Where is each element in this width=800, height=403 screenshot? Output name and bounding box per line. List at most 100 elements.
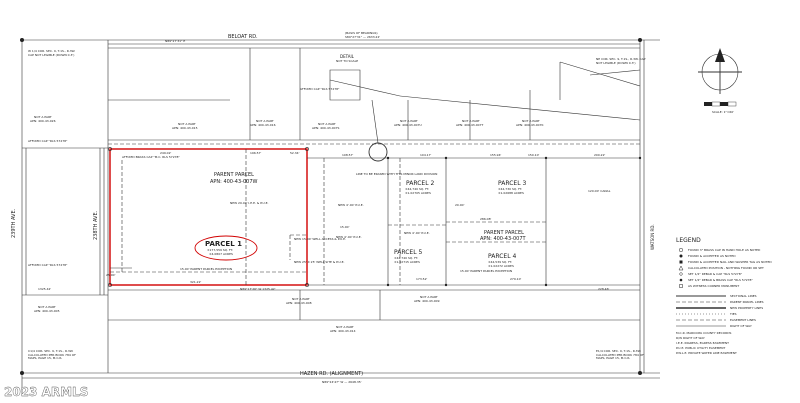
nap-w1: NOT A PART (34, 115, 52, 119)
parcel-2-labels: PARCEL 2 ±44,740 SQ. FT. ±1.02705 ACRES (405, 180, 434, 195)
parcel-1-boundary (109, 148, 308, 286)
parcel-1-area: ±177,559 SQ. FT. (207, 248, 233, 252)
parcel-5-labels: PARCEL 5 ±44,740 SQ. FT. ±1.02715 ACRES (394, 249, 422, 264)
dimension-labels: 249.02' 196.57' 52.34' 108.57' 104.17' 1… (38, 151, 609, 291)
legend-item-3: CALCULATED POSITION - NOTHING FOUND OR S… (688, 266, 764, 270)
watson-road-label: WATSON RD. (650, 224, 655, 250)
dim-150: 150.10' (528, 153, 539, 157)
line-to-erase-note: LINE TO BE ERASED WITH THIS MINOR LAND D… (356, 172, 437, 176)
legend-line-4: EASEMENT LINES (730, 318, 756, 322)
dim-52: 52.34' (290, 151, 300, 155)
legend-line-2: NEW PROPERTY LINES (730, 306, 763, 310)
west-margin-notes: AFFIXED CAP "RLS 57278" AFFIXED CAP "RLS… (28, 139, 68, 267)
new-easement-20: NEW 20.00' I.E.E. & P.U.E. (230, 201, 269, 205)
road-238th: 238TH AVE. (93, 148, 105, 295)
parcel-2-area: ±44,740 SQ. FT. (405, 187, 429, 191)
new-easement-4a: NEW 4'.00' P.U.E. (338, 203, 364, 207)
legend-item-4: SET 1/2" REBAR & CAP "RLS 57278" (688, 272, 743, 276)
road-watson: WATSON RD. (643, 40, 655, 373)
top-bearing-dim: S89°27'31" — 2633.22' (345, 35, 380, 39)
legend-abbr-4: P.W.L.E. PRIVATE WATER LINE EASEMENT (676, 351, 737, 355)
corner-notes: W 1/4 COR. SEC. 9, T.1S., R.3W. CAP NOT … (28, 50, 645, 361)
dim-104: 104.17' (420, 153, 431, 157)
legend-title: LEGEND (676, 237, 701, 244)
affixed-brass-cap: AFFIXED BRASS CAP "M.C. RLS 57278" (122, 155, 180, 159)
road-239th: 239TH AVE. (11, 148, 27, 295)
parcel-3-labels: PARCEL 3 ±44,730 SQ. FT. ±1.02688 ACRES (498, 180, 526, 195)
apn-4: APN: 400-43-007U (394, 123, 422, 127)
apn-s2: APN: 400-43-009 (414, 299, 440, 303)
parcel-1-title: PARCEL 1 (205, 240, 242, 248)
legend-item-0: FOUND 3" BRASS CAP IN HAND HOLE AS NOTED (688, 248, 761, 252)
parent-parcel-1-apn: APN: 400-43-007W (210, 179, 258, 185)
dim-155: 155.94' (490, 153, 501, 157)
legend-abbr-0: M.C.R. MARICOPA COUNTY RECORDS (676, 331, 732, 335)
239th-ave-label: 239TH AVE. (11, 208, 17, 238)
apn-w1: APN: 400-43-026 (30, 119, 56, 123)
dim-196: 196.57' (250, 151, 261, 155)
dim-321: 321.22' (190, 280, 201, 284)
parcel-5-title: PARCEL 5 (394, 249, 422, 256)
dim-25: 25.00' (106, 273, 116, 277)
nap-5: NOT A PART (462, 119, 480, 123)
dim-249: 249.02' (160, 151, 171, 155)
parcel-1-internals (110, 149, 307, 285)
parent-parcel-2-title: PARENT PARCEL (484, 230, 524, 236)
parent-parcel-2-apn: APN: 400-43-007T (480, 236, 527, 242)
detail-affixed-cap: AFFIXED CAP "RLS 57278" (300, 87, 340, 91)
apn-s1: APN: 400-43-008 (286, 301, 312, 305)
watermark: 2023 ARMLS (4, 385, 88, 399)
legend-item-6: AS WITNESS CORNER MONUMENT (688, 284, 739, 288)
top-near-bearing: N89°27'31" E (165, 39, 185, 43)
apn-s4: APN: 400-43-005 (34, 309, 60, 313)
exception-2: 15.00' PARENT PARCEL EXCEPTION (460, 269, 512, 273)
north-not-a-part: NOT A PART APN: 400-43-015 NOT A PART AP… (172, 119, 545, 130)
nap-s4: NOT A PART (38, 305, 56, 309)
section-boundary (21, 39, 660, 395)
dim-286: 286.08' (480, 217, 491, 221)
nap-s2: NOT A PART (420, 295, 438, 299)
238th-ave-label: 238TH AVE. (93, 210, 99, 240)
legend-line-0: SECTIONAL LINES (730, 294, 757, 298)
scale-text: SCALE: 1"=60' (712, 110, 734, 114)
dim-1325: 1325.42' (38, 287, 51, 291)
south-neighbor-lines: NOT A PART APN: 400-43-008 NOT A PART AP… (30, 115, 640, 333)
apn-3: APN: 400-43-007S (312, 126, 340, 130)
sw-corner-note: C1/4 COR. SEC. 9, T.1S., R.3W. CALCULATE… (28, 350, 76, 361)
dim-15: 15.00' (340, 225, 350, 229)
legend-abbr-3: P.U.E. PUBLIC UTILITY EASEMENT (676, 346, 725, 350)
apn-6: APN: 400-43-007K (516, 123, 545, 127)
road-hazen: HAZEN RD. (ALIGNMENT) N89°24'47" W — 264… (22, 371, 660, 384)
parcel-5-area: ±44,740 SQ. FT. (394, 256, 418, 260)
new-well-access: NEW 15.00' WELL ACCESS & P.U.E. (294, 237, 346, 241)
nap-1: NOT A PART (178, 122, 196, 126)
parent-parcel-2-labels: PARENT PARCEL APN: 400-43-007T (480, 230, 527, 242)
parcel-3-acres: ±1.02688 ACRES (498, 191, 524, 195)
parcel-4-acres: ±1.02272 ACRES (488, 264, 514, 268)
legend-item-2: FOUND & ACCEPTED NAIL AND WASHER TAG AS … (688, 260, 772, 264)
south-line-bearing: N89°17'26" W 1325.42' (240, 287, 276, 291)
hazen-road-label: HAZEN RD. (ALIGNMENT) (300, 371, 363, 377)
basis-of-bearings-label: (BASIS OF BEARINGS) (345, 31, 378, 35)
east-easement-notes: NEW 4'.00' P.U.E. NEW 4'.00' P.U.E. NEW … (336, 189, 611, 273)
road-beloat: BELOAT RD. (BASIS OF BEARINGS) S89°27'31… (108, 31, 640, 49)
nap-6: NOT A PART (522, 119, 540, 123)
east-parcels (307, 157, 640, 286)
legend-abbr-2: I.E.E. INGRESS, EGRESS EASEMENT (676, 341, 729, 345)
dim-108: 108.57' (342, 153, 353, 157)
apn-s3: APN: 400-43-014 (330, 329, 356, 333)
legend-abbr-1: R/W RIGHT OF WAY (676, 336, 705, 340)
nap-4: NOT A PART (400, 119, 418, 123)
parcel-4-title: PARCEL 4 (488, 253, 516, 260)
parcel-2-title: PARCEL 2 (406, 180, 434, 187)
dim-173: 173.52' (416, 277, 427, 281)
parent-parcel-1-title: PARENT PARCEL (214, 172, 254, 178)
north-arrow: SCALE: 1"=60' (698, 48, 742, 114)
detail-callout: DETAIL NOT TO SCALE AFFIXED CAP "RLS 572… (300, 54, 388, 162)
west-affixed-cap: AFFIXED CAP "RLS 57278" (28, 139, 68, 143)
nap-3: NOT A PART (318, 122, 336, 126)
legend-line-1: PARENT PARCEL LINES (730, 300, 764, 304)
dim-228: 228.46' (598, 287, 609, 291)
detail-label: DETAIL (340, 54, 355, 59)
